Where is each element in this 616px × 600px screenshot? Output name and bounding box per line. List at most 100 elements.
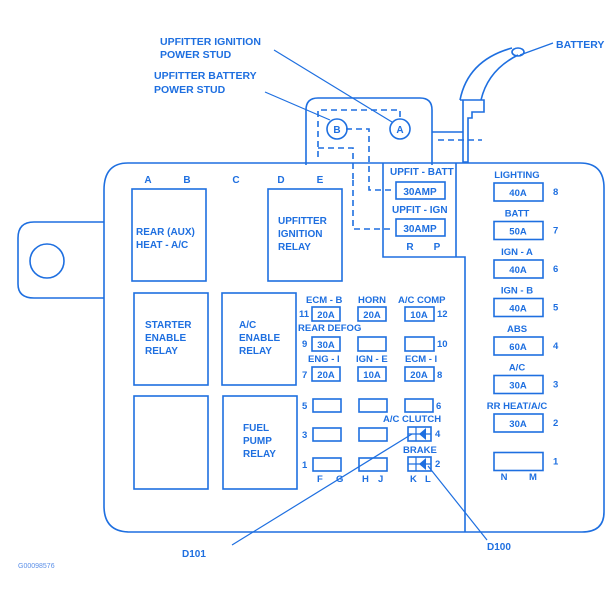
battery-cable-outer <box>459 47 513 101</box>
relay-ac-enable-line1: A/C <box>239 320 256 331</box>
maxi-fuse-box <box>493 336 544 356</box>
mini-fuse-eng-i: 20A <box>311 366 341 382</box>
mini-fuse-ecm-b: 20A <box>311 306 341 322</box>
maxi-fuse-label: LIGHTING <box>494 170 539 181</box>
relay-starter-enable-line3: RELAY <box>145 346 178 357</box>
leader-line-d101 <box>231 433 413 546</box>
maxi-fuse-box <box>493 220 544 241</box>
maxi-fuse-box <box>493 259 544 279</box>
maxi-fuse-box <box>493 297 544 318</box>
mini-num-3: 3 <box>302 430 307 441</box>
maxi-fuse-1: 1 <box>493 451 559 472</box>
maxi-letter-n: N <box>501 472 508 483</box>
callout-d100: D100 <box>487 542 511 553</box>
mini-num-10: 10 <box>437 339 448 350</box>
relay-ac-enable-line3: RELAY <box>239 346 272 357</box>
stud-housing <box>305 97 433 165</box>
callout-upfitter-battery: UPFITTER BATTERY POWER STUD <box>154 70 257 96</box>
top-letter-b: B <box>183 175 190 186</box>
mini-num-12: 12 <box>437 309 448 320</box>
mini-fuse-ecm-i-value: 20A <box>410 370 428 381</box>
stud-b-label: B <box>333 125 340 136</box>
mini-num-5: 5 <box>302 401 308 412</box>
dashed-wire-b-lower <box>318 147 354 180</box>
mini-fuse-rear-defog: 30A <box>311 336 341 352</box>
mini-fuse-horn-box <box>357 306 387 322</box>
mini-label-ecm-i: ECM - I <box>405 354 437 365</box>
mounting-hole <box>29 243 65 279</box>
stud-b: B <box>326 118 348 140</box>
leader-line-ignition <box>273 49 393 123</box>
mini-fuse-horn: 20A <box>357 306 387 322</box>
relay-upfitter-ignition-line1: UPFITTER <box>278 216 328 227</box>
upfit-batt-value: 30AMP <box>403 187 437 198</box>
battery-cable-inner <box>480 54 519 101</box>
top-letter-d: D <box>277 175 284 186</box>
maxi-fuse-label: A/C <box>509 363 526 374</box>
label-ac-clutch: A/C CLUTCH <box>383 414 441 425</box>
maxi-fuse-number: 7 <box>553 226 558 237</box>
callout-upfitter-ignition-line1: UPFITTER IGNITION <box>160 36 261 48</box>
relay-starter-enable-line2: ENABLE <box>145 333 186 344</box>
maxi-fuse-number: 2 <box>553 418 558 429</box>
relay-ac-enable-line2: ENABLE <box>239 333 280 344</box>
mini-fuse-ign-e: 10A <box>357 366 387 382</box>
mini-slot-empty-a <box>358 398 388 413</box>
relay-ac-enable: A/C ENABLE RELAY <box>221 292 297 386</box>
stud-a-label: A <box>396 125 403 136</box>
relay-fuel-pump: FUEL PUMP RELAY <box>222 395 298 490</box>
callout-upfitter-ignition-line2: POWER STUD <box>160 49 232 61</box>
fuse-block-outline <box>103 162 605 533</box>
mini-fuse-eng-i-value: 20A <box>317 370 335 381</box>
mini-fuse-slot-empty <box>357 336 387 352</box>
stud-a-circle <box>389 118 411 140</box>
mini-label-eng-i: ENG - I <box>308 354 340 365</box>
maxi-fuse-number: 3 <box>553 380 558 391</box>
mini-label-ign-e: IGN - E <box>356 354 388 365</box>
top-letter-c: C <box>232 175 239 186</box>
maxi-fuse-value: 30A <box>509 419 527 430</box>
battery-cable-end <box>511 47 525 57</box>
mini-label-horn: HORN <box>358 295 386 306</box>
maxi-fuse-number: 6 <box>553 264 558 275</box>
maxi-fuse-box <box>493 451 544 472</box>
bottom-letter-f: F <box>317 474 323 485</box>
upfit-batt-label: UPFIT - BATT <box>390 167 454 178</box>
maxi-fuse-value: 50A <box>509 227 527 238</box>
mini-label-ac-comp: A/C COMP <box>398 295 446 306</box>
mini-fuse-slot-10 <box>404 336 435 352</box>
upfit-ign-box <box>395 218 446 237</box>
maxi-fuse-value: 40A <box>509 265 527 276</box>
mini-fuse-ign-e-box <box>357 366 387 382</box>
mini-slot-1 <box>312 457 342 472</box>
stud-b-circle <box>326 118 348 140</box>
relay-fuel-pump-box <box>222 395 298 490</box>
mini-fuse-rear-defog-box <box>311 336 341 352</box>
mini-fuse-horn-value: 20A <box>363 310 381 321</box>
relay-rear-aux-heat: REAR (AUX) HEAT - A/C <box>131 188 207 282</box>
bottom-letter-g: G <box>336 474 343 485</box>
relay-fuel-pump-line1: FUEL <box>243 423 269 434</box>
mini-fuse-rear-defog-value: 30A <box>317 340 335 351</box>
callout-d101: D101 <box>182 549 206 560</box>
maxi-fuse-value: 60A <box>509 342 527 353</box>
diode-d100-arrow-icon <box>419 458 426 470</box>
mini-num-7: 7 <box>302 370 307 381</box>
mini-fuse-ecm-i-box <box>404 366 435 382</box>
mini-num-6: 6 <box>436 401 441 412</box>
relay-empty <box>133 395 209 490</box>
upfit-ign-value: 30AMP <box>403 224 437 235</box>
mini-slot-3 <box>312 427 342 442</box>
mini-fuse-ecm-b-box <box>311 306 341 322</box>
bottom-letter-k: K <box>410 474 417 485</box>
relay-starter-enable-box <box>133 292 209 386</box>
mini-num-8: 8 <box>437 370 442 381</box>
callout-battery: BATTERY <box>556 39 604 51</box>
relay-ac-enable-box <box>221 292 297 386</box>
relay-upfitter-ignition-line3: RELAY <box>278 242 311 253</box>
